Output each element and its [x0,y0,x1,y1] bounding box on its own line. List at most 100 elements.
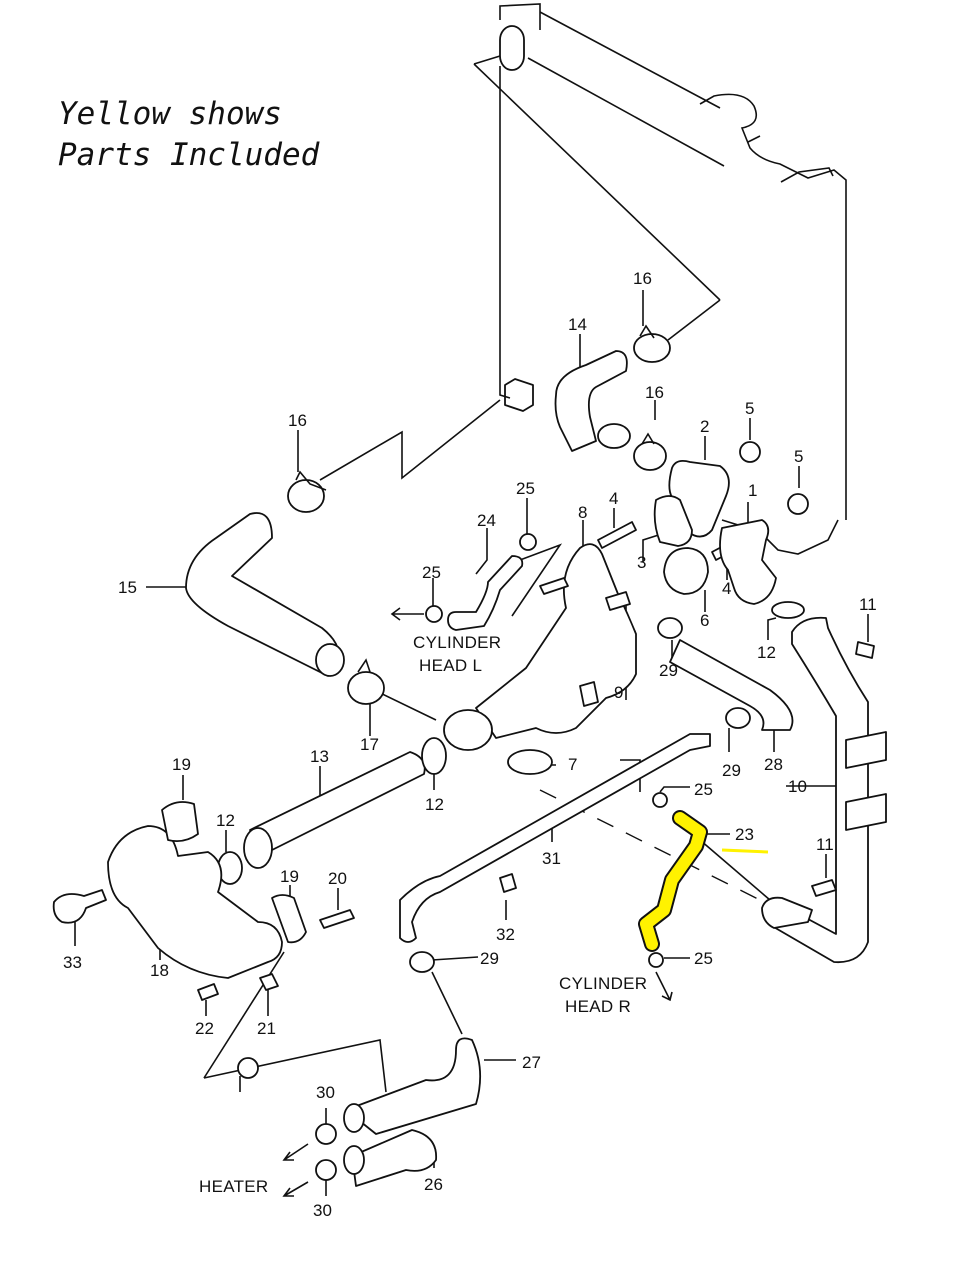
thermostat-housing-18 [107,825,283,979]
gasket-19a [161,801,199,843]
stud-8 [539,577,569,595]
clamp-17 [347,658,385,705]
callout-29c: 29 [480,949,499,968]
gasket-19b [271,894,307,944]
callout-5b: 5 [794,447,803,466]
legend-line-1: Yellow shows [58,96,282,132]
callout-11b: 11 [816,835,834,854]
clamp-25-lower-right [648,952,664,968]
bolt-9 [579,681,599,707]
callout-11a: 11 [859,595,877,614]
pipe-10 [771,616,869,964]
callout-12b: 12 [425,795,444,814]
callout-labels: 1 2 3 4 4 5 5 6 7 8 9 10 11 11 12 12 12 … [63,269,877,1220]
clamp-29d [237,1057,259,1079]
clamp-30a [315,1123,337,1145]
clamp-30b [315,1159,337,1181]
bolt-22 [197,983,219,1001]
bracket-10b [845,793,887,831]
callout-4a: 4 [609,489,618,508]
clamp-16-top [633,324,671,363]
callout-27: 27 [522,1053,541,1072]
note-cylinder-head-r-line2: HEAD R [565,997,631,1016]
callout-33: 33 [63,953,82,972]
sensor-33 [52,889,107,924]
arrow-cylinder-head-r [655,971,673,1002]
callout-22: 22 [195,1019,214,1038]
stud-20 [319,909,355,929]
hose-26-end [343,1145,365,1175]
callout-21: 21 [257,1019,276,1038]
callout-16b: 16 [645,383,664,402]
bracket-10a [845,731,887,769]
note-cylinder-head-l-line2: HEAD L [419,656,482,675]
bracket-10c [761,896,813,929]
callout-29a: 29 [659,661,678,680]
o-ring-12a [771,601,805,619]
callout-8: 8 [578,503,587,522]
clamp-16-left [287,470,327,513]
callout-30b: 30 [313,1201,332,1220]
callout-29b: 29 [722,761,741,780]
callout-6: 6 [700,611,709,630]
callout-16a: 16 [633,269,652,288]
clamp-29c [409,951,435,973]
hose-28 [669,639,794,731]
clamp-29a [657,617,683,639]
nipple-8 [605,591,631,611]
note-cylinder-head-r-line1: CYLINDER [559,974,647,993]
callout-25b: 25 [422,563,441,582]
radiator [473,3,847,555]
callout-3: 3 [637,553,646,572]
nut-5a [739,441,761,463]
callout-9: 9 [614,683,623,702]
callout-10: 10 [788,777,807,796]
arrow-cylinder-head-l [390,607,424,621]
hose-27 [345,1037,482,1135]
bolt-11a [855,641,875,659]
callout-18: 18 [150,961,169,980]
callout-25c: 25 [694,780,713,799]
clamp-25-upper-right [652,792,668,808]
nut-21 [259,973,279,991]
hose-23-highlighted [638,810,769,952]
gasket-3 [653,495,693,547]
pipe-13 [249,751,426,855]
stud-4a [597,521,637,549]
bolt-32 [499,873,517,893]
callout-2: 2 [700,417,709,436]
callout-31: 31 [542,849,561,868]
hose-27-end [343,1103,365,1133]
inlet-1 [719,519,777,605]
callout-7: 7 [568,755,577,774]
callout-23: 23 [735,825,754,844]
o-ring-7 [507,749,553,775]
hose-26 [351,1129,437,1187]
note-cylinder-head-l-line1: CYLINDER [413,633,501,652]
callout-4b: 4 [722,579,731,598]
bolt-11b [811,879,837,897]
hose-15 [185,512,340,677]
callout-12c: 12 [216,811,235,830]
clamp-16-mid [633,432,667,471]
clamp-29b [725,707,751,729]
clamp-25-top [519,533,537,551]
callout-1: 1 [748,481,757,500]
clamp-25-left [425,605,443,623]
callout-17: 17 [360,735,379,754]
callout-26: 26 [424,1175,443,1194]
callout-25a: 25 [516,479,535,498]
thermostat-6 [663,547,709,595]
callout-16c: 16 [288,411,307,430]
callout-28: 28 [764,755,783,774]
outlet-8-end [443,709,493,751]
callout-15: 15 [118,578,137,597]
legend: Yellow shows Parts Included [58,94,319,176]
callout-24: 24 [477,511,496,530]
pipe-31 [399,733,711,943]
callout-20: 20 [328,869,347,888]
callout-5a: 5 [745,399,754,418]
legend-line-2: Parts Included [58,137,320,173]
hose-14-end [597,423,631,449]
